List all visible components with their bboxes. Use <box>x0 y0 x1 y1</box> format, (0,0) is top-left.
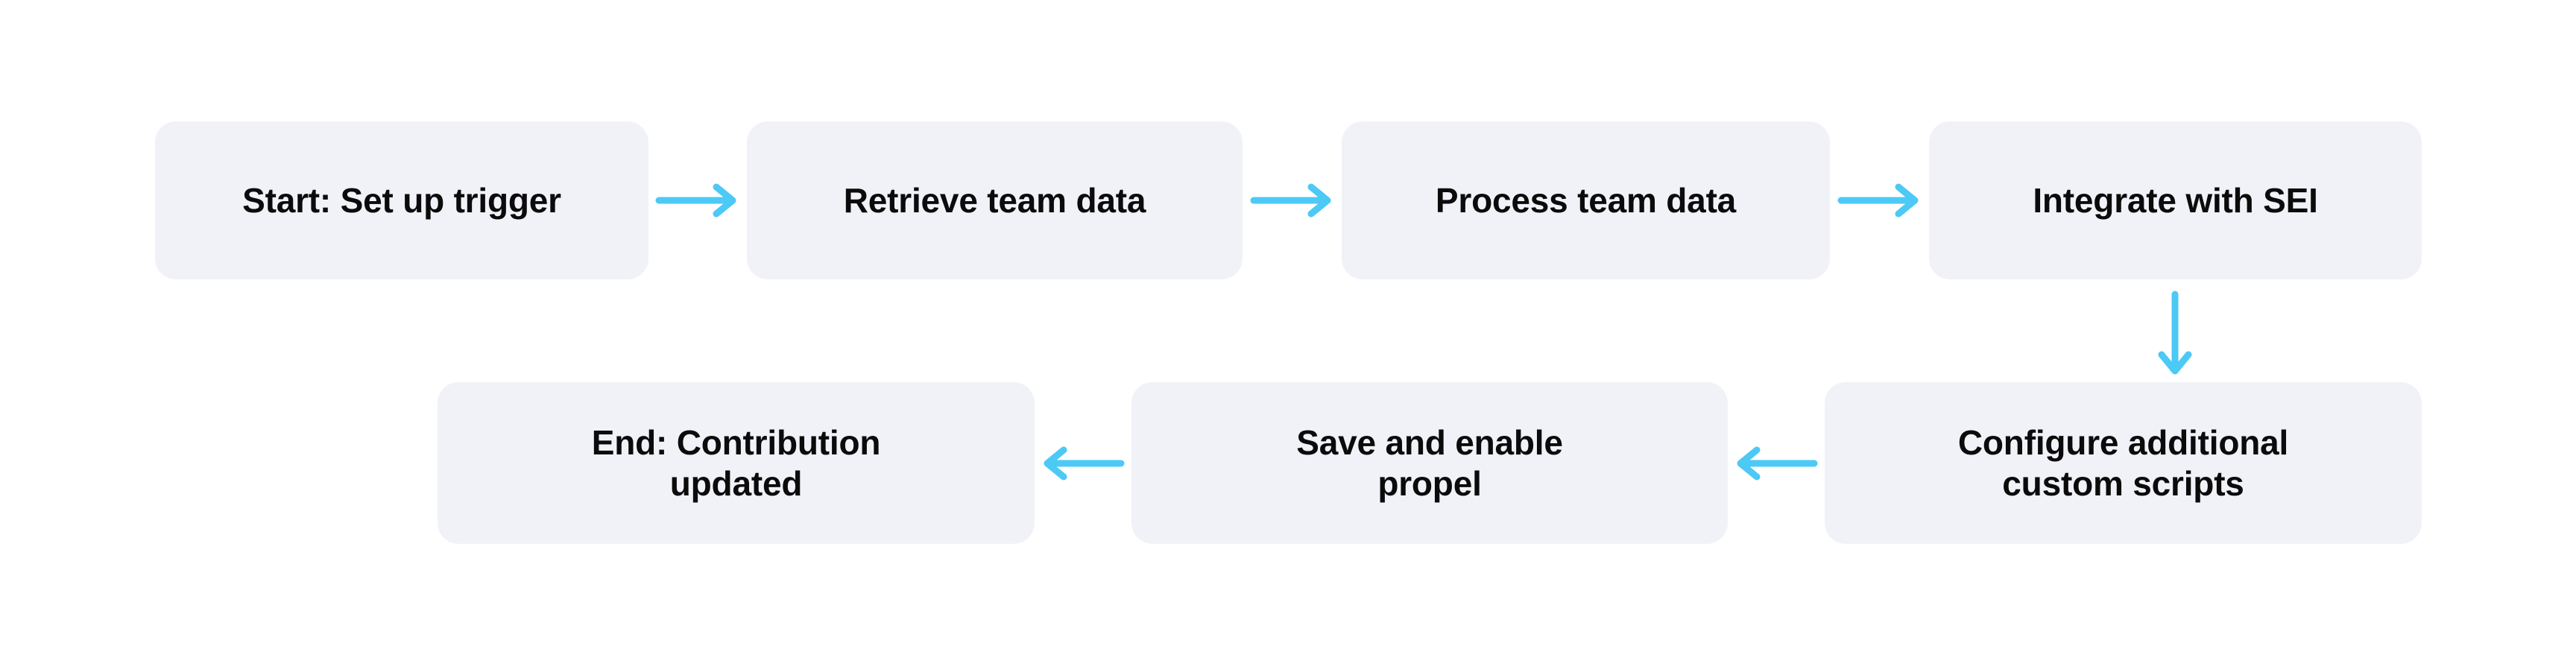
flow-edge-integrate-to-configure <box>2158 291 2192 375</box>
flow-node-integrate[interactable]: Integrate with SEI <box>1929 121 2422 279</box>
flow-node-label: Start: Set up trigger <box>242 180 561 220</box>
flow-node-label: Process team data <box>1435 180 1737 220</box>
flow-edge-start-to-retrieve <box>655 183 736 218</box>
flow-node-label: Integrate with SEI <box>2033 180 2318 220</box>
flow-node-process[interactable]: Process team data <box>1342 121 1830 279</box>
flow-node-label: Configure additional custom scripts <box>1957 423 2289 503</box>
flow-node-start[interactable]: Start: Set up trigger <box>155 121 648 279</box>
flow-node-configure[interactable]: Configure additional custom scripts <box>1825 382 2422 544</box>
flow-edge-configure-to-save <box>1737 446 1818 481</box>
flow-edge-process-to-integrate <box>1837 183 1919 218</box>
flow-node-end[interactable]: End: Contribution updated <box>438 382 1035 544</box>
flow-node-label: Save and enable propel <box>1296 423 1563 503</box>
flow-node-label: Retrieve team data <box>843 180 1146 220</box>
flow-edge-save-to-end <box>1044 446 1125 481</box>
flow-node-save[interactable]: Save and enable propel <box>1131 382 1728 544</box>
flow-edge-retrieve-to-process <box>1250 183 1331 218</box>
flow-node-label: End: Contribution updated <box>591 423 881 503</box>
flow-node-retrieve[interactable]: Retrieve team data <box>747 121 1243 279</box>
